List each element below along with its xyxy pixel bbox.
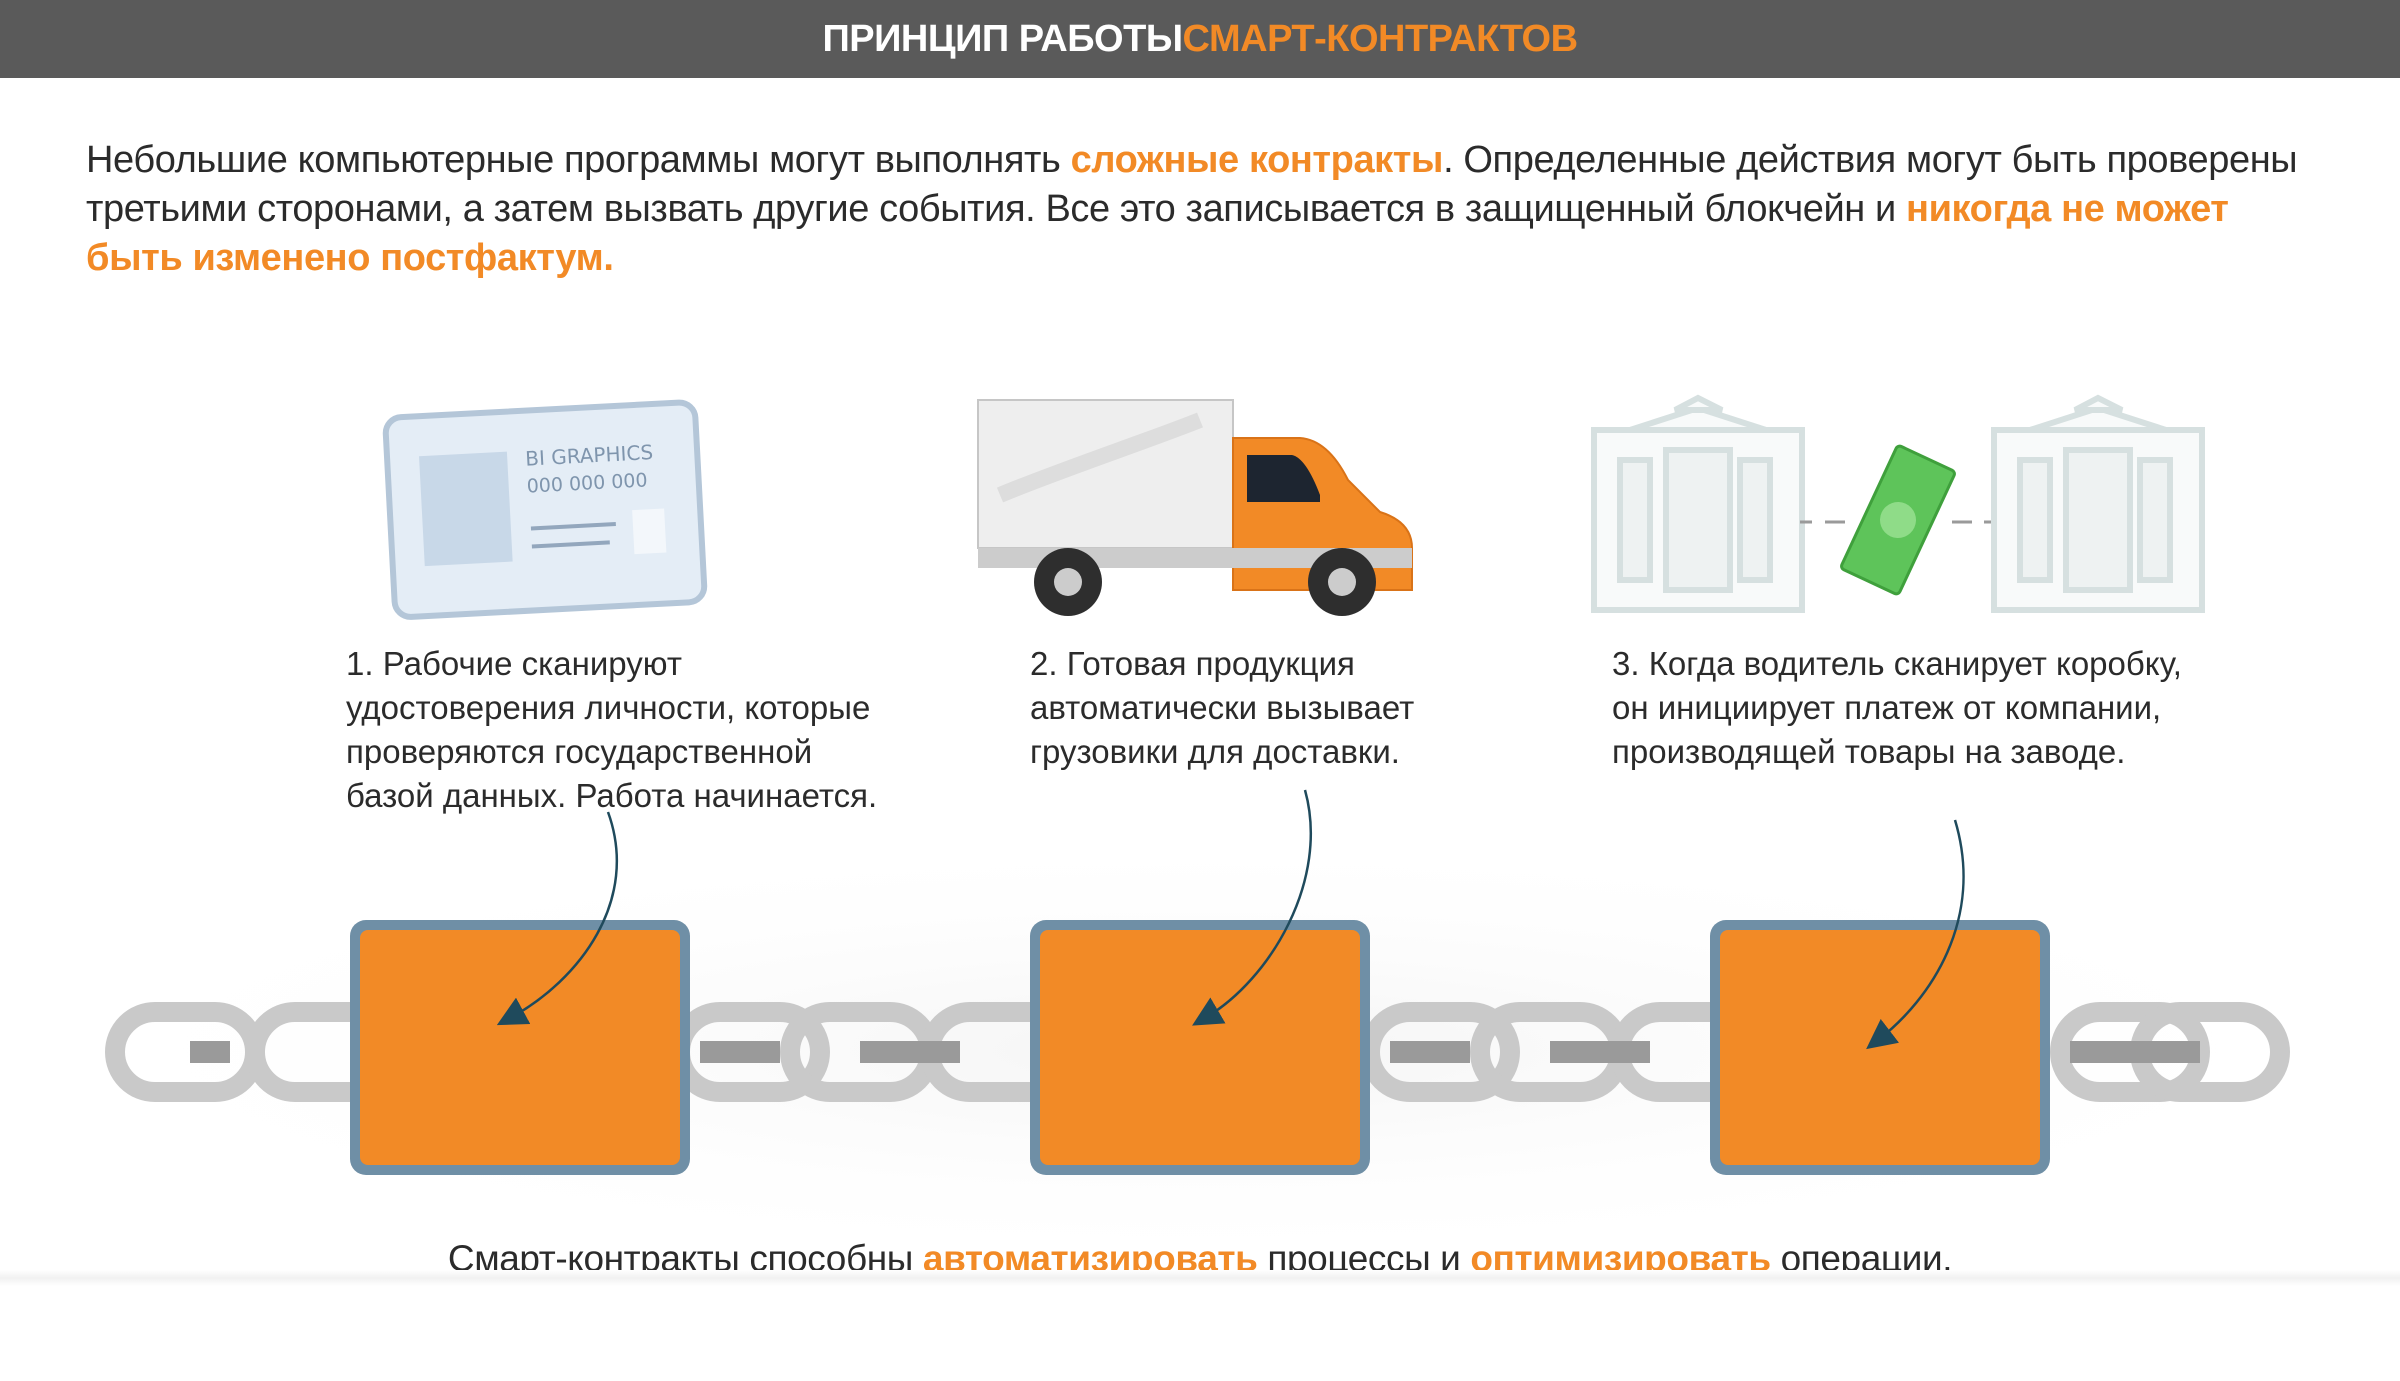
page-title: ПРИНЦИП РАБОТЫ СМАРТ-КОНТРАКТОВ (0, 0, 2400, 78)
arrow-2 (1192, 789, 1312, 1026)
arrow-1 (496, 811, 619, 1026)
intro-text-2: . Определенные действия могут быть прове… (86, 139, 2298, 230)
title-part-2: СМАРТ-КОНТРАКТОВ (1182, 17, 1579, 60)
id-card-icon: BI GRAPHICS 000 000 000 (382, 399, 708, 620)
block-1 (350, 920, 690, 1175)
intro-highlight-2: никогда не может быть изменено постфакту… (86, 188, 2229, 279)
step-3-line-1: 3. Когда водитель сканирует коробку, (1612, 645, 2182, 682)
step-3-line-3: производящей товары на заводе. (1612, 733, 2126, 770)
bottom-divider (0, 1270, 2400, 1286)
truck-icon (977, 399, 1413, 616)
banknote-icon (1840, 444, 1956, 596)
step-1-line-4: базой данных. Работа начинается. (346, 777, 878, 814)
step-3-line-2: он инициирует платеж от компании, (1612, 689, 2162, 726)
intro-paragraph: Небольшие компьютерные программы могут в… (86, 136, 2326, 283)
step-1-text: 1. Рабочие сканируют удостоверения лично… (346, 642, 877, 818)
step-3-text: 3. Когда водитель сканирует коробку, он … (1612, 642, 2182, 774)
bank-icon (1591, 394, 1805, 613)
step-2-line-3: грузовики для доставки. (1030, 733, 1400, 770)
block-3 (1710, 920, 2050, 1175)
step-1-line-2: удостоверения личности, которые (346, 689, 871, 726)
step-2-line-1: 2. Готовая продукция (1030, 645, 1355, 682)
step-1-line-3: проверяются государственной (346, 733, 813, 770)
step-1-line-1: 1. Рабочие сканируют (346, 645, 682, 682)
bank-icon (1991, 394, 2205, 613)
step-2-line-2: автоматически вызывает (1030, 689, 1415, 726)
title-part-1: ПРИНЦИП РАБОТЫ (822, 17, 1183, 60)
intro-highlight-1: сложные контракты (1070, 139, 1444, 181)
intro-text-1: Небольшие компьютерные программы могут в… (86, 139, 1071, 181)
step-2-text: 2. Готовая продукция автоматически вызыв… (1030, 642, 1414, 774)
arrow-3 (1866, 819, 1965, 1050)
block-2 (1030, 920, 1370, 1175)
